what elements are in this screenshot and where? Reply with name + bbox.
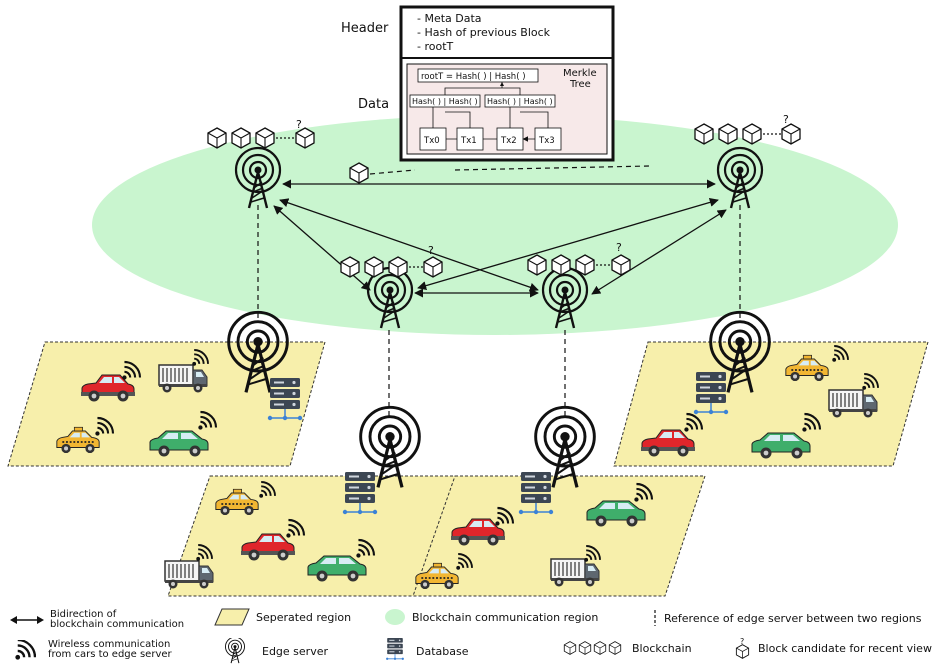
blockchain-center-right: ? <box>527 241 631 276</box>
svg-text:Tx3: Tx3 <box>538 136 555 146</box>
legend-blockchain: Blockchain <box>562 640 692 656</box>
reference-lines <box>257 165 741 420</box>
svg-text:- Hash of previous Block: - Hash of previous Block <box>417 26 551 39</box>
wifi-icon <box>15 640 36 660</box>
separated-region-icon <box>214 608 250 626</box>
svg-text:?: ? <box>740 637 744 646</box>
svg-text:Tree: Tree <box>569 79 591 90</box>
blockchain-top-right: ? <box>694 113 801 145</box>
svg-text:?: ? <box>296 118 302 131</box>
legend-wireless: Wireless communication from cars to edge… <box>14 640 172 660</box>
dashed-line-icon <box>654 610 656 626</box>
legend-communication-region: Blockchain communication region <box>384 608 598 626</box>
svg-text:Hash( ) | Hash( ): Hash( ) | Hash( ) <box>487 97 553 106</box>
database-icon <box>386 638 404 661</box>
block-candidate-icon: ? <box>735 637 750 659</box>
svg-text:Tx0: Tx0 <box>423 136 440 146</box>
svg-text:?: ? <box>428 244 434 257</box>
legend-edge-server: Edge server <box>222 638 328 664</box>
svg-text:Merkle: Merkle <box>563 68 597 79</box>
legend: Bidirection of blockchain communication … <box>0 602 935 665</box>
blockchain-top-left: ? <box>207 118 315 149</box>
svg-text:- rootT: - rootT <box>417 40 454 53</box>
svg-text:?: ? <box>616 241 622 254</box>
blockchain-center-left: ? <box>340 244 443 278</box>
svg-text:Tx1: Tx1 <box>460 136 477 146</box>
edge-server-icon <box>224 638 246 664</box>
svg-text:Tx2: Tx2 <box>500 136 517 146</box>
svg-text:rootT = Hash( ) | Hash( ): rootT = Hash( ) | Hash( ) <box>421 72 526 82</box>
blockchain-links <box>273 179 727 298</box>
blockchain-icon <box>563 641 622 655</box>
legend-block-candidate: ? Block candidate for recent view <box>734 636 932 660</box>
block-candidate-icon <box>349 162 369 184</box>
block-detail: - Meta Data - Hash of previous Block - r… <box>399 5 615 162</box>
header-label: Header <box>341 21 389 36</box>
legend-region: Seperated region <box>214 608 351 626</box>
architecture-diagram: ? ? ? ? Header Data - Meta Data - Hash o… <box>7 5 929 597</box>
svg-text:Hash( ) | Hash( ): Hash( ) | Hash( ) <box>412 97 478 106</box>
svg-text:?: ? <box>783 113 789 126</box>
legend-reference: Reference of edge server between two reg… <box>652 610 921 626</box>
legend-bidirection: Bidirection of blockchain communication <box>10 610 184 630</box>
double-arrow-icon <box>10 616 44 624</box>
svg-text:- Meta Data: - Meta Data <box>417 12 482 25</box>
legend-database: Database <box>386 638 469 664</box>
communication-region-icon <box>385 609 405 625</box>
separated-region-right <box>613 341 929 467</box>
data-label: Data <box>358 97 389 112</box>
